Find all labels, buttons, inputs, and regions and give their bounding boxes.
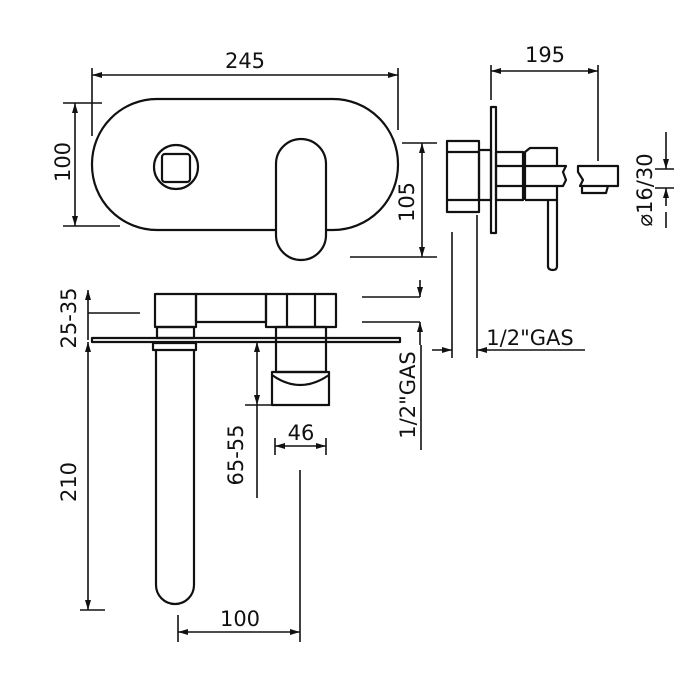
knob-plan	[270, 370, 331, 407]
mixer-lever	[274, 137, 328, 262]
dim-inlet-side: 1/2"GAS	[486, 326, 573, 350]
wall-plate-plan	[90, 336, 402, 344]
dim-knob-width: 46	[288, 421, 315, 445]
lever-side	[523, 146, 559, 272]
spout-stem-side	[496, 164, 568, 188]
wall-plate-oval	[90, 97, 400, 232]
diverter-knob	[152, 143, 200, 191]
dim-outlet-diameter: ⌀16/30	[633, 153, 657, 226]
dim-spout-offset: 100	[220, 607, 260, 631]
dim-spout-height: 210	[57, 462, 81, 502]
dim-wall-range: 25-35	[57, 287, 81, 348]
dim-side-depth: 195	[525, 43, 565, 67]
dim-front-width: 245	[225, 49, 265, 73]
side-view: 195 ⌀16/30 1/2"GAS	[432, 43, 674, 358]
dim-lever-height: 105	[395, 182, 419, 222]
plan-view: 25-35 210 65-55 46 100 1/2"GAS	[57, 280, 423, 642]
spout-plan	[154, 350, 196, 606]
diverter-knob-inner	[160, 152, 192, 184]
dim-body-depth: 65-55	[224, 424, 248, 485]
spout-outlet-side	[576, 164, 620, 195]
dim-inlet-bottom: 1/2"GAS	[396, 351, 420, 438]
dim-front-height: 100	[51, 142, 75, 182]
front-view: 245 100 105	[51, 49, 437, 262]
